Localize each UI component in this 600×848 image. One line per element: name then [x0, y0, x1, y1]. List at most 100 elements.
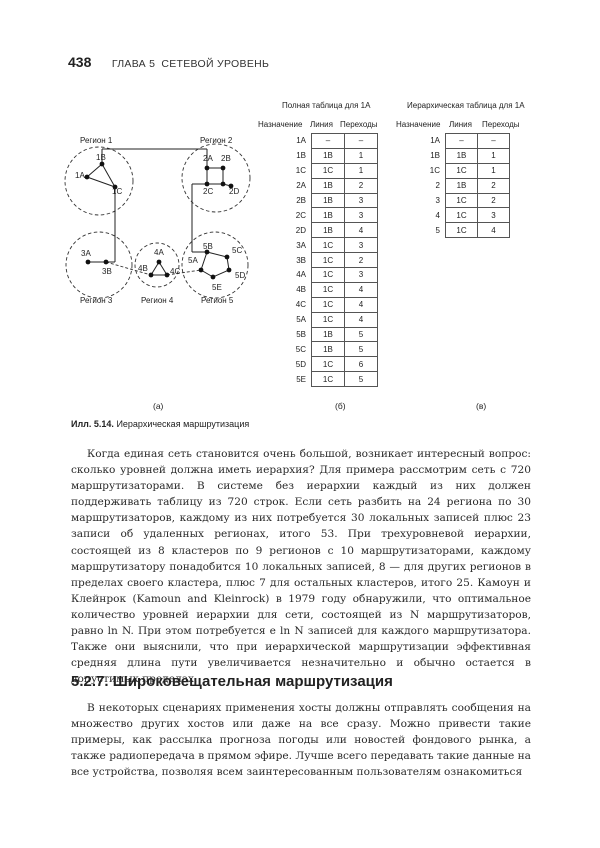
line-cell: 1C: [311, 237, 345, 254]
sublabel-b: (б): [335, 401, 346, 411]
hops-cell: 3: [477, 207, 510, 224]
line-cell: 1C: [311, 371, 345, 388]
hops-cell: 4: [344, 281, 378, 298]
line-cell: –: [445, 133, 478, 149]
hops-cell: 5: [344, 326, 378, 343]
router-label: 3B: [102, 267, 112, 276]
router-label: 2B: [221, 154, 231, 163]
column-header: Переходы: [482, 120, 520, 129]
hops-cell: 2: [344, 177, 378, 194]
destination-cell: 1C: [295, 166, 306, 176]
line-cell: 1C: [445, 207, 478, 224]
router-label: 1B: [96, 153, 106, 162]
line-cell: 1C: [445, 162, 478, 179]
line-cell: 1C: [445, 192, 478, 209]
destination-cell: 4A: [296, 270, 306, 280]
destination-cell: 2B: [296, 196, 306, 205]
router-label: 1A: [75, 171, 85, 180]
paragraph: В некоторых сценариях применения хосты д…: [71, 700, 531, 780]
hops-cell: 1: [344, 162, 378, 179]
chapter-number: ГЛАВА 5: [111, 58, 156, 70]
table-row: 1A––: [393, 133, 510, 149]
column-header: Линия: [310, 120, 333, 129]
destination-cell: 5D: [295, 359, 306, 369]
hops-cell: 3: [344, 192, 378, 209]
destination-cell: 1B: [430, 151, 440, 161]
router-label: 5D: [235, 271, 246, 280]
section-heading: 5.2.7. Широковещательная маршрутизация: [71, 673, 393, 690]
router-label: 4B: [138, 264, 148, 273]
hops-cell: 3: [344, 237, 378, 254]
destination-cell: 1B: [296, 151, 306, 161]
destination-cell: 2A: [296, 181, 306, 191]
router-label: 2D: [229, 187, 240, 196]
destination-cell: 4C: [295, 300, 306, 310]
router-label: 5E: [212, 283, 222, 292]
hier-table-title: Иерархическая таблица для 1A: [407, 101, 525, 110]
line-cell: 1B: [311, 326, 345, 343]
page-number: 438: [68, 54, 92, 70]
destination-cell: 5C: [295, 344, 306, 354]
line-cell: 1C: [311, 296, 345, 313]
figure-caption: Илл. 5.14. Иерархическая маршрутизация: [71, 419, 249, 429]
hops-cell: –: [477, 133, 510, 149]
hops-cell: 5: [344, 371, 378, 388]
column-header: Назначение: [258, 120, 303, 129]
router-label: 2A: [203, 154, 213, 163]
destination-cell: 5E: [296, 374, 306, 384]
column-header: Назначение: [396, 120, 441, 129]
hops-cell: 4: [344, 296, 378, 313]
destination-cell: 4: [435, 210, 440, 220]
line-cell: 1B: [311, 147, 345, 164]
hops-cell: 1: [344, 147, 378, 164]
destination-cell: 2: [435, 181, 440, 191]
destination-cell: 5A: [296, 315, 306, 325]
destination-cell: 3A: [296, 240, 306, 250]
router-label: 5A: [188, 256, 198, 265]
destination-cell: 2D: [295, 225, 306, 235]
line-cell: –: [311, 133, 345, 149]
line-cell: 1C: [311, 162, 345, 179]
region-label: Регион 5: [201, 296, 234, 305]
line-cell: 1B: [311, 222, 345, 239]
line-cell: 1B: [311, 192, 345, 209]
hops-cell: 3: [344, 207, 378, 224]
line-cell: 1C: [445, 222, 478, 239]
line-cell: 1C: [311, 281, 345, 298]
destination-cell: 1C: [429, 166, 440, 176]
hops-cell: 4: [344, 222, 378, 239]
hops-cell: 2: [344, 252, 378, 269]
router-label: 4A: [154, 248, 164, 257]
destination-cell: 5B: [296, 330, 306, 340]
router-label: 3A: [81, 249, 91, 258]
line-cell: 1B: [445, 177, 478, 194]
region-label: Регион 2: [200, 136, 233, 145]
paragraph-text: Когда единая сеть становится очень больш…: [71, 448, 531, 686]
paragraph-text: В некоторых сценариях применения хосты д…: [71, 702, 531, 779]
hops-cell: –: [344, 133, 378, 149]
caption-number: Илл. 5.14.: [71, 419, 114, 429]
column-header: Линия: [449, 120, 472, 129]
line-cell: 1C: [311, 356, 345, 373]
line-cell: 1B: [445, 147, 478, 164]
destination-cell: 5: [435, 225, 440, 235]
